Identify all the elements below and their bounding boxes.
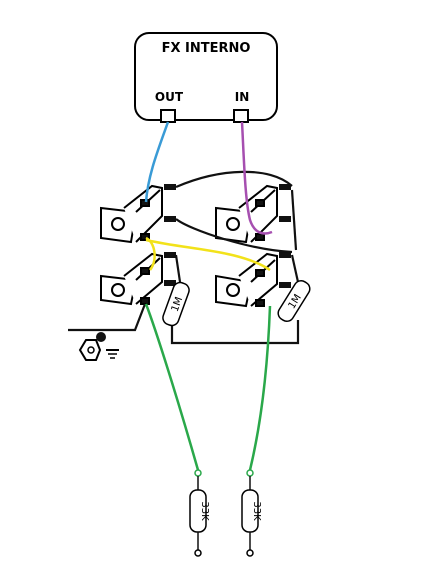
fx-box-title: FX INTERNO <box>162 41 251 56</box>
jack-top-right <box>215 184 291 244</box>
green-wires <box>144 303 272 471</box>
jack-bottom-right <box>215 252 291 308</box>
black-wires <box>68 170 300 345</box>
blue-out-wire <box>144 121 170 203</box>
yellow-wires <box>145 236 271 272</box>
in-jack-terminal <box>233 109 249 123</box>
jack-bottom-left <box>100 252 176 306</box>
out-label: OUT <box>155 90 184 104</box>
jack-top-left <box>100 184 176 244</box>
purple-in-wire <box>240 121 273 235</box>
resistor-1m-a: 1M <box>162 281 190 327</box>
resistor-33k-a-label: 33K <box>199 501 210 521</box>
in-label: IN <box>235 90 250 104</box>
out-jack-terminal <box>160 109 176 123</box>
resistor-33k-b: 33K <box>241 469 262 557</box>
resistor-1m-a-label: 1M <box>170 296 185 314</box>
resistor-1m-b: 1M <box>277 279 311 323</box>
fx-interno-box: FX INTERNO OUT IN <box>134 32 278 123</box>
resistor-33k-a: 33K <box>189 469 210 557</box>
resistor-33k-b-label: 33K <box>251 501 262 521</box>
ground-symbol <box>78 332 119 361</box>
